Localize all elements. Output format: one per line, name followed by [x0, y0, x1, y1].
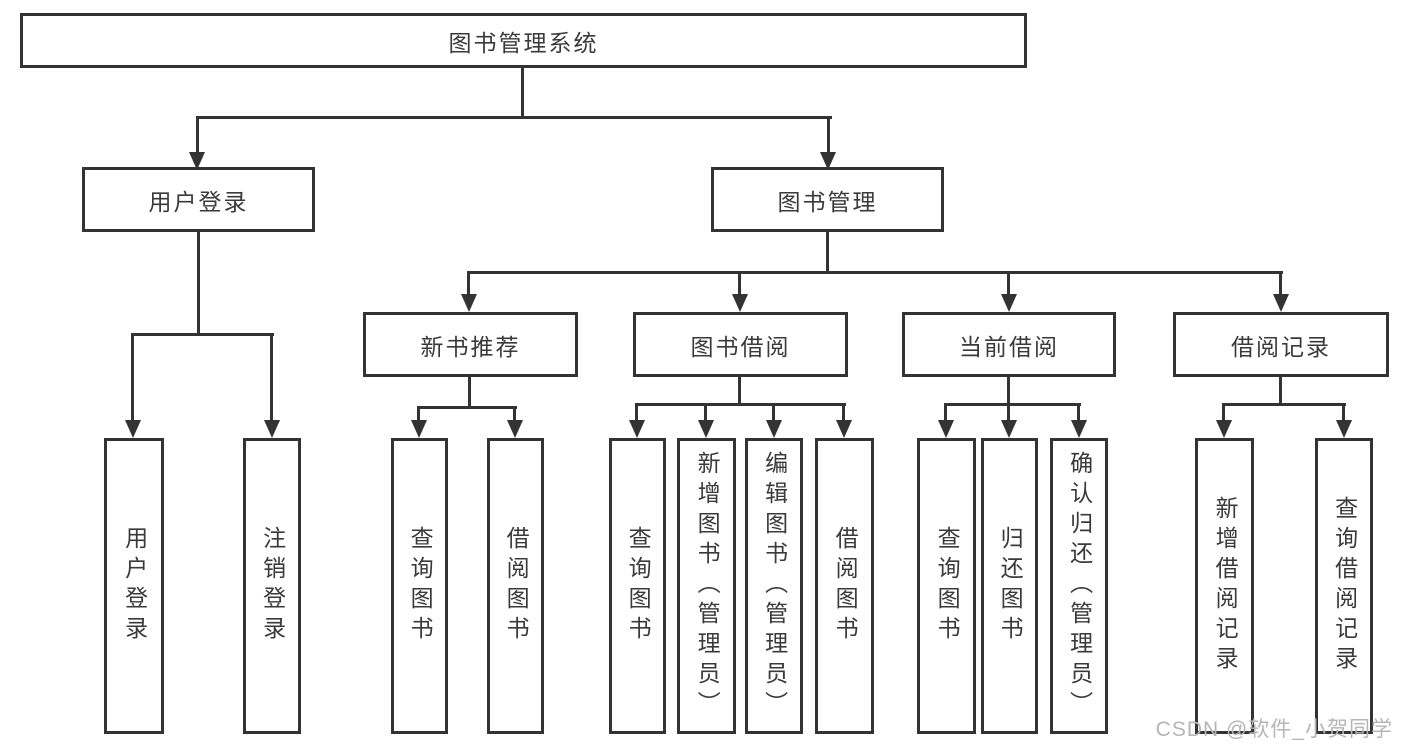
- connector-line: [513, 406, 516, 424]
- leaf-return-books: 归还图书: [981, 438, 1038, 734]
- connector-line: [196, 116, 832, 119]
- node-label: 图书借阅: [690, 333, 791, 360]
- node-label: 确认归还（管理员）: [1066, 451, 1093, 721]
- node-label: 借阅记录: [1231, 333, 1331, 360]
- node-borrowing-records: 借阅记录: [1173, 312, 1389, 377]
- leaf-borrow-books: 借阅图书: [815, 438, 874, 734]
- arrow-down-icon: [1001, 294, 1017, 312]
- connector-line: [1077, 403, 1080, 424]
- arrow-down-icon: [1001, 420, 1017, 438]
- arrow-down-icon: [125, 420, 141, 438]
- connector-line: [944, 403, 1081, 406]
- arrow-down-icon: [507, 420, 523, 438]
- connector-line: [197, 232, 200, 335]
- arrow-down-icon: [820, 152, 836, 170]
- arrow-down-icon: [766, 420, 782, 438]
- node-new-book-recommend: 新书推荐: [363, 312, 578, 377]
- connector-line: [635, 403, 846, 406]
- arrow-down-icon: [732, 294, 748, 312]
- arrow-down-icon: [836, 420, 852, 438]
- connector-line: [1222, 403, 1225, 424]
- connector-line: [704, 403, 707, 424]
- node-label: 查询图书: [407, 526, 434, 646]
- arrow-down-icon: [461, 294, 477, 312]
- connector-line: [738, 377, 741, 405]
- node-label: 归还图书: [997, 526, 1024, 646]
- leaf-query-books: 查询图书: [391, 438, 448, 734]
- leaf-query-books: 查询图书: [917, 438, 976, 734]
- node-label: 查询借阅记录: [1331, 496, 1358, 676]
- connector-line: [417, 406, 517, 409]
- node-root-system: 图书管理系统: [20, 13, 1027, 68]
- arrow-down-icon: [938, 420, 954, 438]
- arrow-down-icon: [264, 420, 280, 438]
- connector-line: [944, 403, 947, 424]
- connector-line: [467, 271, 1283, 274]
- node-label: 用户登录: [121, 526, 148, 646]
- arrow-down-icon: [189, 152, 205, 170]
- connector-line: [196, 116, 199, 158]
- connector-line: [1279, 377, 1282, 405]
- node-label: 查询图书: [934, 526, 961, 646]
- node-label: 注销登录: [259, 526, 286, 646]
- connector-line: [467, 271, 470, 298]
- connector-line: [738, 271, 741, 298]
- node-current-borrowing: 当前借阅: [902, 312, 1116, 377]
- node-book-borrowing: 图书借阅: [633, 312, 848, 377]
- connector-line: [521, 68, 524, 118]
- leaf-user-login: 用户登录: [104, 438, 164, 734]
- arrow-down-icon: [1216, 420, 1232, 438]
- node-label: 借阅图书: [832, 526, 859, 646]
- node-label: 查询图书: [625, 526, 652, 646]
- connector-line: [827, 116, 830, 158]
- connector-line: [468, 377, 471, 408]
- node-label: 图书管理系统: [448, 29, 599, 56]
- leaf-confirm-return-admin: 确认归还（管理员）: [1050, 438, 1108, 734]
- node-label: 新增借阅记录: [1212, 496, 1239, 676]
- connector-line: [1222, 403, 1346, 406]
- connector-line: [842, 403, 845, 424]
- node-label: 图书管理: [777, 188, 878, 215]
- node-label: 借阅图书: [503, 526, 530, 646]
- arrow-down-icon: [698, 420, 714, 438]
- arrow-down-icon: [629, 420, 645, 438]
- leaf-edit-books-admin: 编辑图书（管理员）: [745, 438, 803, 734]
- connector-line: [131, 333, 274, 336]
- node-label: 用户登录: [148, 188, 249, 215]
- leaf-logout: 注销登录: [243, 438, 301, 734]
- leaf-add-borrow-record: 新增借阅记录: [1195, 438, 1254, 734]
- arrow-down-icon: [1273, 294, 1289, 312]
- leaf-borrow-books: 借阅图书: [487, 438, 544, 734]
- node-book-management: 图书管理: [711, 167, 944, 232]
- connector-line: [270, 333, 273, 421]
- arrow-down-icon: [1071, 420, 1087, 438]
- leaf-query-borrow-record: 查询借阅记录: [1315, 438, 1373, 734]
- node-label: 新书推荐: [420, 333, 521, 360]
- connector-line: [1007, 377, 1010, 405]
- node-label: 新增图书（管理员）: [694, 451, 721, 721]
- node-user-login: 用户登录: [82, 167, 315, 232]
- leaf-query-books: 查询图书: [609, 438, 666, 734]
- connector-line: [417, 406, 420, 424]
- connector-line: [1279, 271, 1282, 298]
- connector-line: [1007, 271, 1010, 298]
- csdn-watermark: CSDN @软件_小贺同学: [1155, 718, 1393, 741]
- connector-line: [131, 333, 134, 421]
- leaf-add-books-admin: 新增图书（管理员）: [677, 438, 736, 734]
- connector-line: [826, 232, 829, 273]
- node-label: 当前借阅: [959, 333, 1059, 360]
- connector-line: [1342, 403, 1345, 424]
- connector-line: [635, 403, 638, 424]
- connector-line: [772, 403, 775, 424]
- node-label: 编辑图书（管理员）: [761, 451, 788, 721]
- connector-line: [1007, 403, 1010, 424]
- arrow-down-icon: [1336, 420, 1352, 438]
- arrow-down-icon: [411, 420, 427, 438]
